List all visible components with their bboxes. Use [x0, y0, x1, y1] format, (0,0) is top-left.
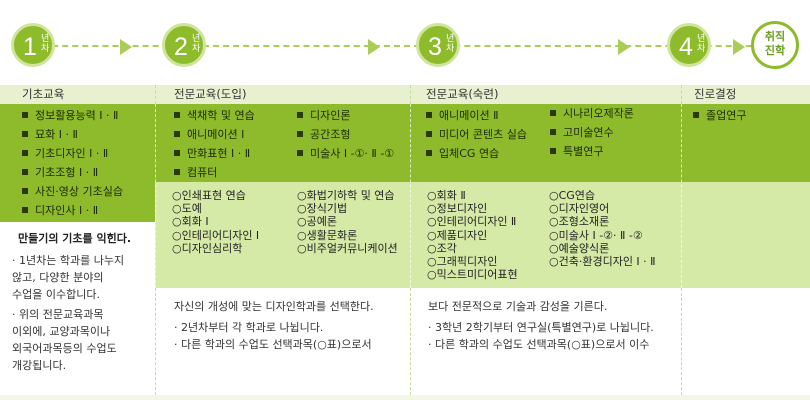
employment-badge: 취직 진학	[751, 21, 799, 69]
col2-required-list-a: 색채학 및 연습 애니메이션 Ⅰ 만화표현 Ⅰ · Ⅱ 컴퓨터	[174, 106, 255, 182]
column-divider	[410, 288, 412, 395]
list-item: 컴퓨터	[174, 163, 255, 182]
list-item: ○정보디자인	[427, 202, 488, 216]
column-divider	[410, 85, 412, 104]
list-item: ○조각	[427, 241, 457, 255]
list-item: ○회화 Ⅱ	[427, 189, 466, 202]
list-item: 시나리오제작론	[550, 104, 634, 123]
col2-desc-lines: · 2년차부터 각 학과로 나뉩니다. · 다른 학과의 수업도 선택과목(○표…	[174, 321, 372, 351]
list-item: ○예술양식론	[549, 241, 610, 255]
list-item: ○화법기하학 및 연습	[297, 189, 395, 202]
list-item: ○디자인심리학	[172, 241, 243, 255]
list-item: ○공예론	[297, 215, 337, 229]
timeline-arrow-icon	[368, 39, 380, 55]
col2-optional-list-b: ○화법기하학 및 연습 ○장식기법 ○공예론 ○생활문화론 ○비주얼커뮤니케이션	[297, 189, 398, 255]
timeline-arrow-icon	[618, 39, 630, 55]
timeline-arrow-icon	[120, 39, 132, 55]
list-item: ○조형소재론	[549, 215, 610, 229]
col3-required-list-b: 시나리오제작론 고미술연수 특별연구	[550, 104, 634, 161]
list-item: 미술사 Ⅰ -①· Ⅱ -①	[297, 144, 394, 163]
list-item: 고미술연수	[550, 123, 634, 142]
list-item: ○CG연습	[549, 189, 596, 202]
list-item: 기초디자인 Ⅰ · Ⅱ	[22, 144, 123, 163]
list-item: 디자인론	[297, 106, 394, 125]
list-item: ○믹스트미디어표현	[427, 268, 518, 282]
bottom-strip	[0, 395, 810, 400]
list-item: 특별연구	[550, 142, 634, 161]
column-divider	[155, 104, 157, 288]
col2-title: 전문교육(도입)	[174, 87, 247, 101]
list-item: 입체CG 연습	[426, 144, 527, 163]
list-item: ○도예	[172, 202, 202, 216]
column-divider	[681, 85, 683, 104]
col2-optional-list-a: ○인쇄표현 연습 ○도예 ○회화 Ⅰ ○인테리어디자인 Ⅰ ○디자인심리학	[172, 189, 259, 255]
list-item: ○인테리어디자인 Ⅰ	[172, 228, 260, 242]
column-divider	[155, 288, 157, 395]
column-divider	[410, 104, 412, 288]
optional-band	[155, 182, 810, 288]
col3-desc-lines: · 3학년 2학기부터 연구실(특별연구)로 나뉩니다. · 다른 학과의 수업…	[428, 321, 654, 351]
column-divider	[681, 104, 683, 288]
col1-desc-title: 만들기의 기초를 익힌다.	[18, 232, 132, 245]
col4-title: 진로결정	[694, 87, 737, 101]
list-item: ○생활문화론	[297, 228, 358, 242]
col3-desc-title: 보다 전문적으로 기술과 감성을 기른다.	[428, 300, 608, 313]
col3-optional-list-a: ○회화 Ⅱ ○정보디자인 ○인테리어디자인 Ⅱ ○제품디자인 ○조각 ○그래픽디…	[427, 189, 518, 281]
col3-required-list-a: 애니메이션 Ⅱ 미디어 콘텐츠 실습 입체CG 연습	[426, 106, 527, 163]
list-item: ○건축·환경디자인 Ⅰ · Ⅱ	[549, 254, 656, 268]
list-item: ○디자인영어	[549, 202, 610, 216]
list-item: 졸업연구	[693, 106, 746, 125]
list-item: ○인쇄표현 연습	[172, 189, 246, 202]
column-divider	[681, 288, 683, 395]
list-item: 만화표현 Ⅰ · Ⅱ	[174, 144, 255, 163]
list-item: ○그래픽디자인	[427, 254, 498, 268]
list-item: 디자인사 Ⅰ · Ⅱ	[22, 201, 123, 220]
list-item: 기초조형 Ⅰ · Ⅱ	[22, 163, 123, 182]
header-band	[0, 85, 810, 104]
col2-desc-title: 자신의 개성에 맞는 디자인학과를 선택한다.	[174, 300, 374, 313]
list-item: 정보활용능력 Ⅰ · Ⅱ	[22, 106, 123, 125]
column-divider	[155, 85, 157, 104]
col1-required-list: 정보활용능력 Ⅰ · Ⅱ 묘화 Ⅰ · Ⅱ 기초디자인 Ⅰ · Ⅱ 기초조형 Ⅰ…	[22, 106, 123, 220]
col3-optional-list-b: ○CG연습 ○디자인영어 ○조형소재론 ○미술사 Ⅰ -②· Ⅱ -② ○예술양…	[549, 189, 656, 268]
col3-title: 전문교육(숙련)	[426, 87, 499, 101]
col2-required-list-b: 디자인론 공간조형 미술사 Ⅰ -①· Ⅱ -①	[297, 106, 394, 163]
required-band	[0, 104, 810, 182]
list-item: ○인테리어디자인 Ⅱ	[427, 215, 517, 229]
list-item: 애니메이션 Ⅰ	[174, 125, 255, 144]
list-item: 미디어 콘텐츠 실습	[426, 125, 527, 144]
list-item: 사진·영상 기초실습	[22, 182, 123, 201]
list-item: ○제품디자인	[427, 228, 488, 242]
list-item: ○비주얼커뮤니케이션	[297, 241, 398, 255]
col1-title: 기초교육	[22, 87, 65, 101]
col1-desc-paragraph-2: · 위의 전문교육과목 이외에, 교양과목이나 외국어과목등의 수업도 개강됩니…	[12, 308, 117, 372]
list-item: ○미술사 Ⅰ -②· Ⅱ -②	[549, 228, 643, 242]
list-item: 색채학 및 연습	[174, 106, 255, 125]
list-item: 애니메이션 Ⅱ	[426, 106, 527, 125]
col1-desc-paragraph-1: · 1년차는 학과를 나누지 않고, 다양한 분야의 수업을 이수합니다.	[12, 254, 125, 301]
col4-required-list: 졸업연구	[693, 106, 746, 125]
list-item: ○장식기법	[297, 202, 348, 216]
list-item: 공간조형	[297, 125, 394, 144]
timeline-dashed-line	[22, 45, 782, 49]
list-item: 묘화 Ⅰ · Ⅱ	[22, 125, 123, 144]
list-item: ○회화 Ⅰ	[172, 215, 209, 229]
timeline-arrow-icon	[733, 39, 745, 55]
